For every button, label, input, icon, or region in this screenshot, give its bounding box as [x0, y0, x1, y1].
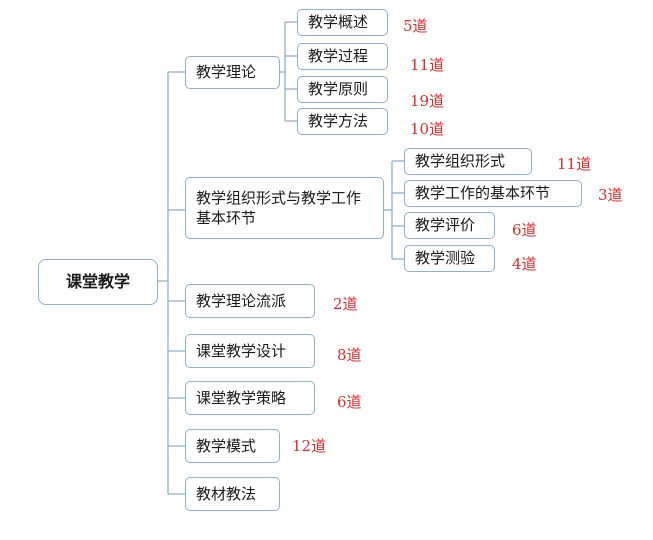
branch-node-organization[interactable]: 教学组织形式与教学工作基本环节: [185, 177, 384, 239]
count-label-design: 8道: [337, 346, 362, 364]
count-label-methods: 10道: [410, 120, 445, 138]
leaf-node-forms[interactable]: 教学组织形式: [404, 148, 532, 175]
leaf-node-testing[interactable]: 教学测验: [404, 245, 495, 272]
leaf-node-process[interactable]: 教学过程: [297, 43, 388, 70]
leaf-node-basic-steps[interactable]: 教学工作的基本环节: [404, 180, 582, 207]
leaf-node-overview[interactable]: 教学概述: [297, 9, 388, 36]
branch-node-strategy[interactable]: 课堂教学策略: [185, 381, 315, 415]
leaf-node-methods[interactable]: 教学方法: [297, 108, 388, 135]
count-label-principles: 19道: [410, 92, 445, 110]
count-label-evaluation: 6道: [512, 221, 537, 239]
branch-node-theory[interactable]: 教学理论: [185, 56, 280, 89]
count-label-strategy: 6道: [337, 393, 362, 411]
leaf-node-evaluation[interactable]: 教学评价: [404, 212, 495, 239]
branch-node-schools[interactable]: 教学理论流派: [185, 284, 315, 318]
leaf-node-principles[interactable]: 教学原则: [297, 76, 388, 103]
root-node[interactable]: 课堂教学: [38, 259, 158, 305]
branch-node-textbook[interactable]: 教材教法: [185, 477, 280, 511]
count-label-basic-steps: 3道: [598, 186, 623, 204]
count-label-process: 11道: [410, 56, 445, 74]
count-label-schools: 2道: [333, 295, 358, 313]
branch-node-mode[interactable]: 教学模式: [185, 429, 280, 463]
count-label-forms: 11道: [557, 155, 592, 173]
count-label-mode: 12道: [292, 437, 327, 455]
branch-node-design[interactable]: 课堂教学设计: [185, 334, 315, 368]
count-label-testing: 4道: [512, 255, 537, 273]
count-label-overview: 5道: [403, 17, 428, 35]
